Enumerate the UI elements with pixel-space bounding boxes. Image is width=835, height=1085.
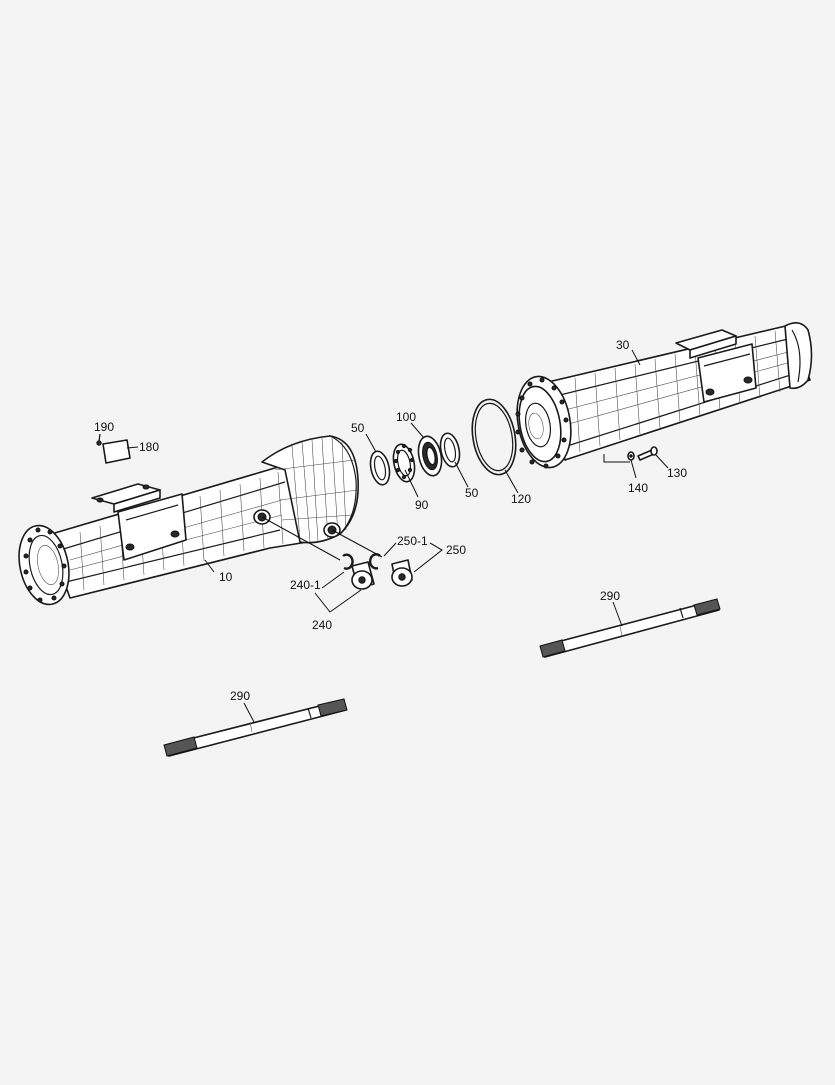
callout-120: 120 bbox=[511, 492, 531, 506]
part-30-axle-housing bbox=[515, 322, 813, 469]
callout-30: 30 bbox=[616, 338, 630, 352]
callout-250: 250 bbox=[446, 543, 466, 557]
callout-250-1: 250-1 bbox=[397, 534, 428, 548]
part-290-shaft-lower bbox=[163, 698, 348, 757]
callout-140: 140 bbox=[628, 481, 648, 495]
part-120-large-o-ring bbox=[471, 398, 517, 476]
part-250-1-ring bbox=[368, 553, 381, 570]
callout-130: 130 bbox=[667, 466, 687, 480]
callout-290-upper: 290 bbox=[600, 589, 620, 603]
callout-240: 240 bbox=[312, 618, 332, 632]
part-50-ring-left bbox=[369, 450, 391, 486]
part-250-plug bbox=[391, 559, 413, 587]
part-240-plug bbox=[351, 561, 375, 590]
callout-10: 10 bbox=[219, 570, 233, 584]
callout-50-right: 50 bbox=[465, 486, 479, 500]
part-100-bearing-cup bbox=[417, 435, 443, 477]
callout-190: 190 bbox=[94, 420, 114, 434]
callout-labels: 30 100 50 90 50 120 130 140 190 180 10 2… bbox=[94, 338, 687, 703]
part-180-plate bbox=[102, 439, 131, 464]
callout-180: 180 bbox=[139, 440, 159, 454]
part-140-washer bbox=[627, 451, 635, 461]
leader-lines bbox=[98, 349, 669, 723]
callout-50-left: 50 bbox=[351, 421, 365, 435]
part-190-rivet bbox=[96, 440, 102, 446]
callout-240-1: 240-1 bbox=[290, 578, 321, 592]
part-240-1-ring bbox=[342, 553, 354, 570]
part-90-bearing bbox=[392, 443, 416, 483]
part-290-shaft-upper bbox=[539, 598, 721, 658]
part-10-axle-housing bbox=[18, 435, 359, 606]
callout-90: 90 bbox=[415, 498, 429, 512]
part-50-ring-right bbox=[439, 432, 461, 468]
callout-100: 100 bbox=[396, 410, 416, 424]
callout-290-lower: 290 bbox=[230, 689, 250, 703]
housing-30-hatching bbox=[564, 330, 799, 453]
part-130-bolt bbox=[637, 446, 658, 461]
